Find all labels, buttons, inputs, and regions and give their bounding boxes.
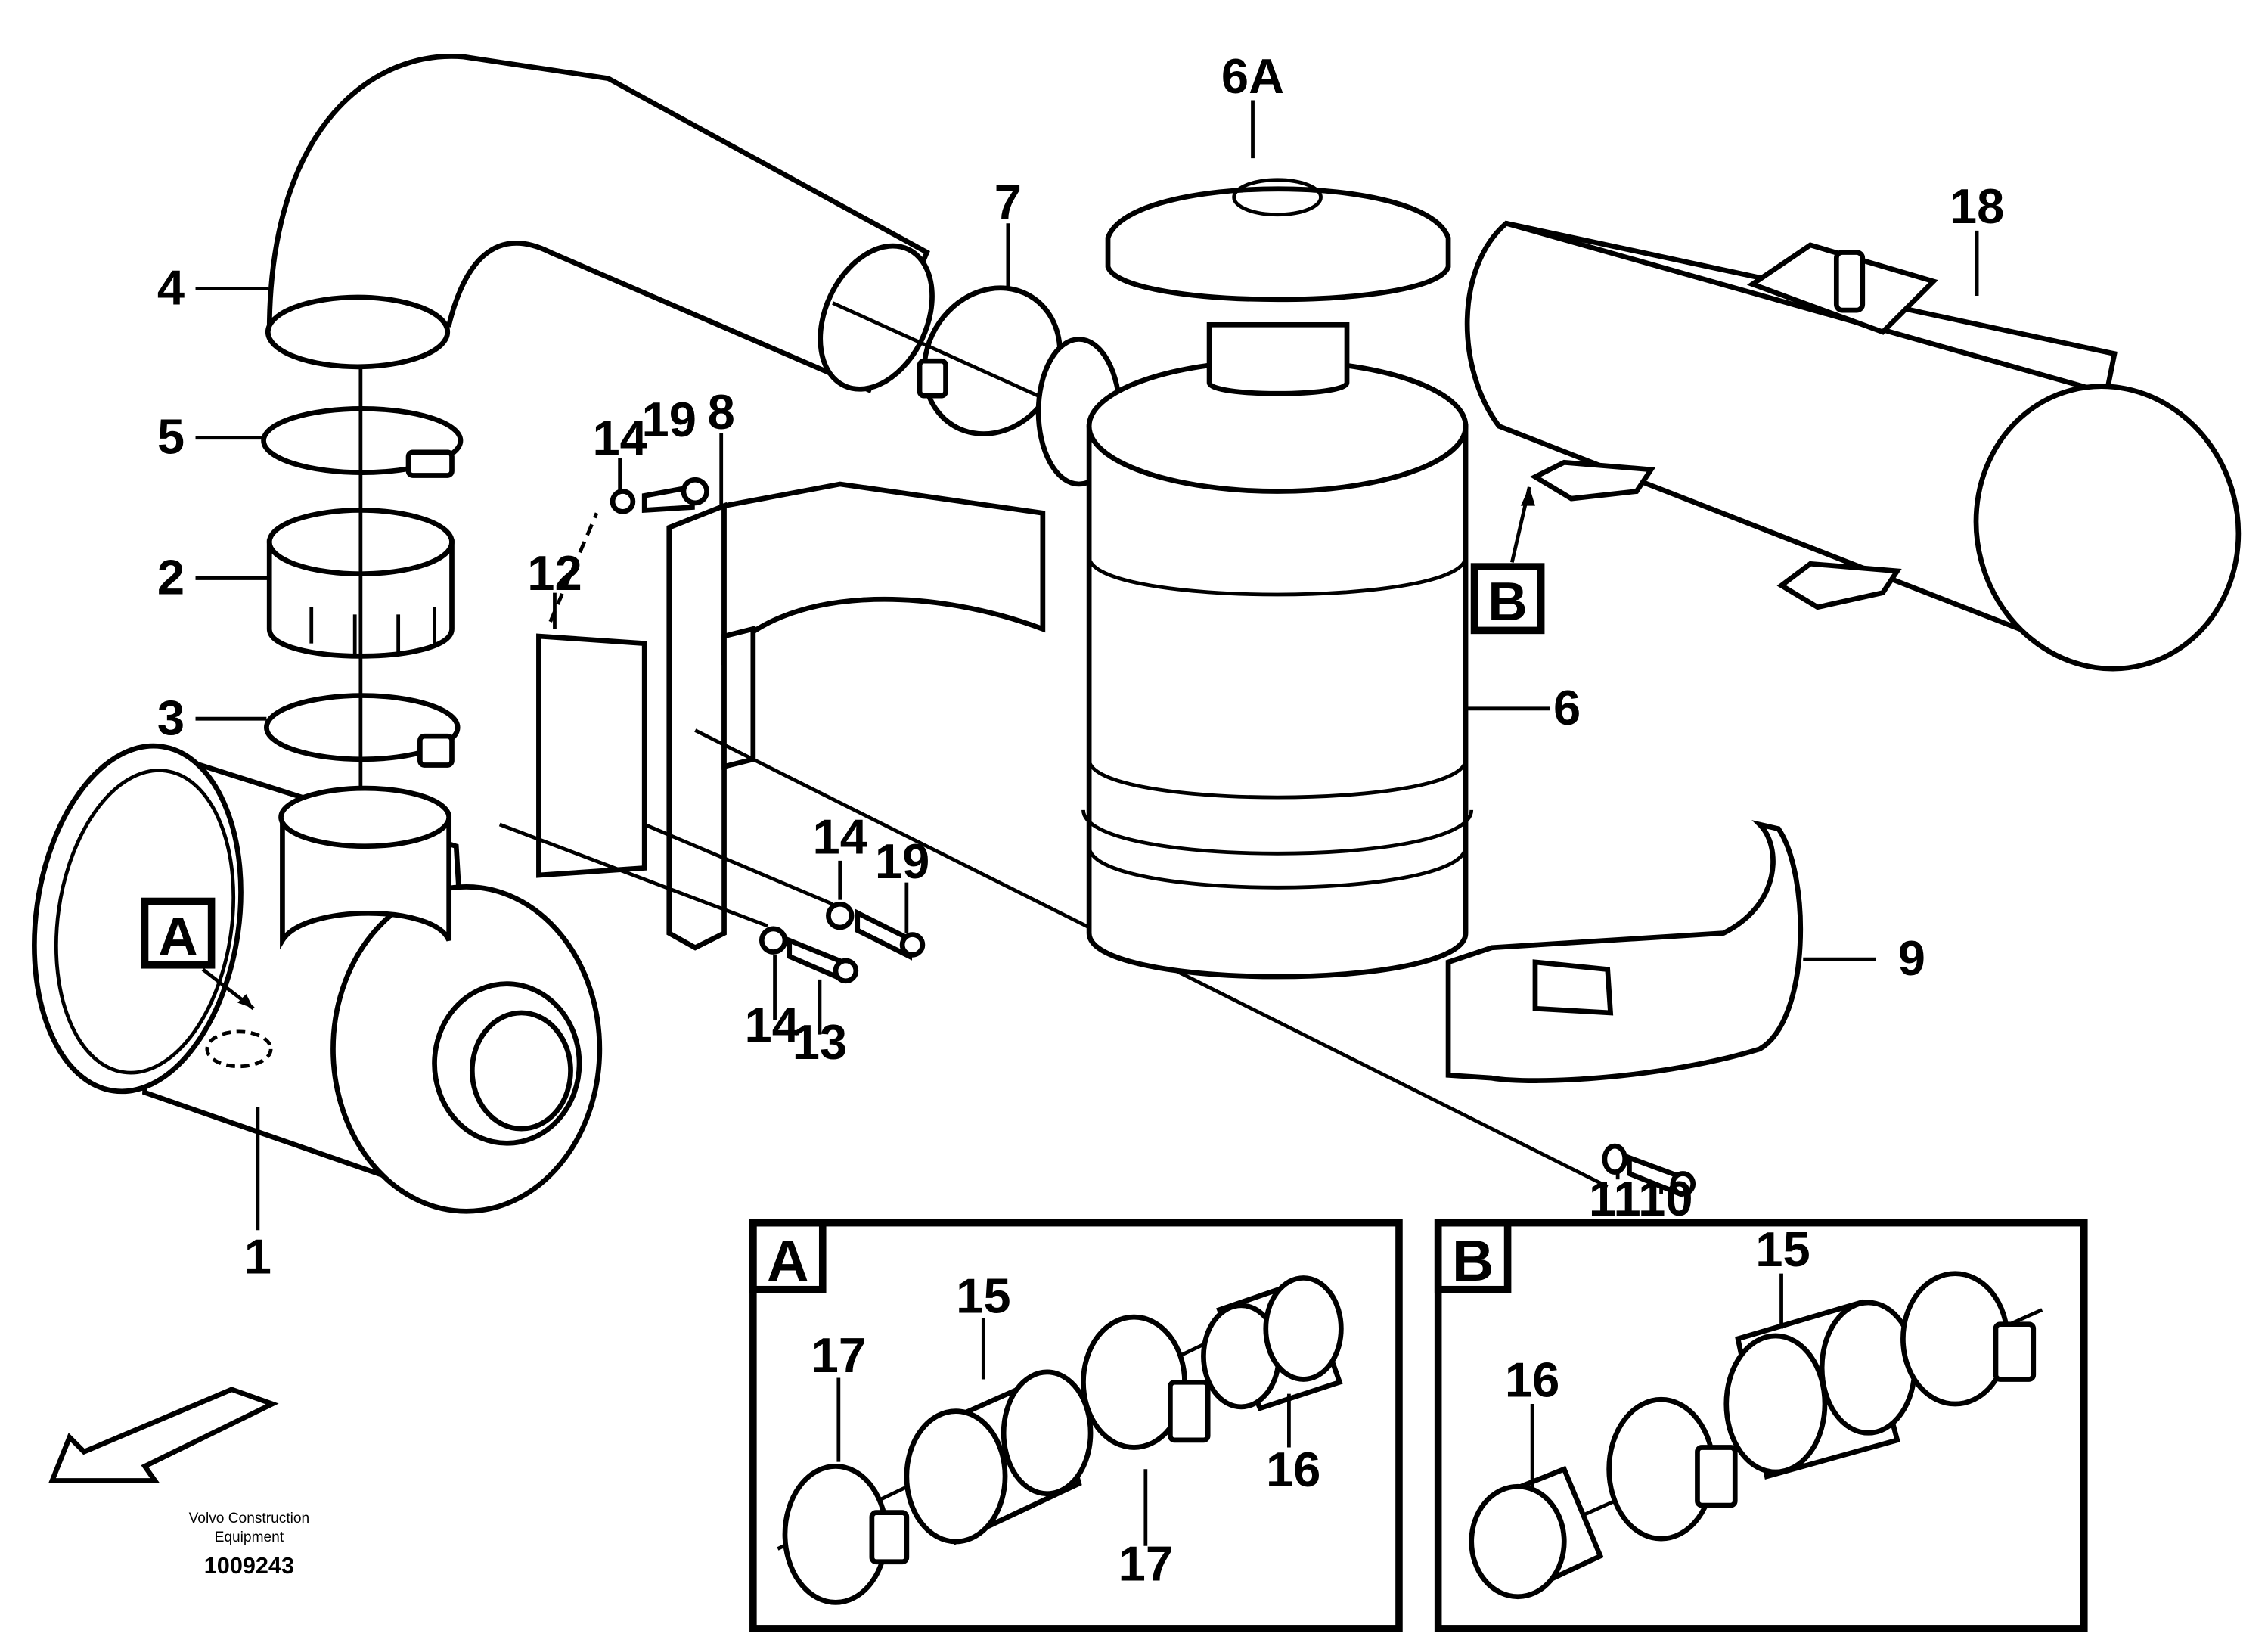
label-6: 6 (1553, 680, 1581, 735)
label-11: 11 (1589, 1171, 1641, 1226)
detail-a-panel: A 17 15 16 17 (749, 1219, 1403, 1632)
bracket-bolt-lower-right (826, 901, 926, 961)
mounting-bracket (666, 481, 1046, 951)
detail-b-clamp-right (1900, 1271, 2037, 1407)
detail-a-label-17-top: 17 (811, 1328, 866, 1383)
detail-b-clamp-left (1606, 1396, 1738, 1542)
label-2: 2 (157, 550, 185, 605)
label-14-upper: 14 (592, 411, 647, 466)
label-13: 13 (793, 1014, 847, 1070)
elbow-pipe (265, 54, 935, 393)
detail-b-panel: B 16 15 (1434, 1219, 2088, 1632)
label-9: 9 (1898, 930, 1925, 986)
bracket-bolt-upper (610, 477, 709, 514)
label-14-lower: 14 (745, 997, 799, 1052)
svg-text:B: B (1488, 571, 1528, 632)
pre-cleaner-tank (1464, 220, 2242, 672)
label-7: 7 (994, 175, 1022, 230)
part-number-labels: 4 5 2 3 1 6A 7 8 12 14 19 18 6 9 14 19 1… (157, 48, 2004, 1284)
detail-a-clamp-right (1081, 1314, 1211, 1450)
leader-lines (195, 100, 1979, 1231)
label-1: 1 (244, 1229, 271, 1284)
credit-line-2: Equipment (215, 1529, 284, 1545)
credit-block: Volvo Construction Equipment 1009243 (189, 1511, 310, 1579)
label-4: 4 (157, 259, 185, 315)
air-filter-housing (32, 743, 603, 1214)
label-6a: 6A (1221, 48, 1284, 104)
label-14-mid: 14 (813, 809, 867, 864)
air-cleaner-body (1035, 321, 1474, 980)
detail-b-label-16: 16 (1505, 1352, 1559, 1407)
detail-b-hose (1723, 1299, 1918, 1480)
callout-a: A (141, 897, 255, 1011)
detail-b-plug (1469, 1465, 1604, 1600)
label-12: 12 (527, 545, 582, 601)
detail-b-label-15: 15 (1755, 1222, 1810, 1277)
label-19-lower: 19 (875, 834, 929, 889)
label-5: 5 (157, 409, 185, 464)
detail-b-letter: B (1452, 1229, 1494, 1293)
bracket-bolt-lower-left (759, 926, 859, 984)
label-10: 10 (1638, 1171, 1692, 1226)
label-3: 3 (157, 690, 185, 745)
strap-bolt (1602, 1143, 1696, 1198)
direction-arrow-icon (48, 1387, 279, 1483)
detail-a-label-15: 15 (956, 1268, 1010, 1323)
label-19-upper: 19 (642, 392, 697, 447)
mounting-strap (1445, 820, 1804, 1083)
bracket-plate (536, 512, 647, 878)
detail-a-label-16: 16 (1266, 1442, 1320, 1497)
detail-a-letter: A (767, 1229, 808, 1293)
rain-cap (1105, 178, 1451, 303)
document-id: 1009243 (204, 1553, 294, 1579)
detail-a-clamp-left (782, 1464, 910, 1605)
detail-a-label-17-bottom: 17 (1118, 1536, 1173, 1592)
label-18: 18 (1950, 179, 2004, 234)
svg-text:A: A (158, 905, 198, 967)
detail-a-plug (1201, 1275, 1344, 1411)
detail-a-hose (904, 1369, 1094, 1545)
label-8: 8 (708, 384, 735, 439)
callout-b: B (1470, 486, 1545, 635)
credit-line-1: Volvo Construction (189, 1511, 310, 1526)
